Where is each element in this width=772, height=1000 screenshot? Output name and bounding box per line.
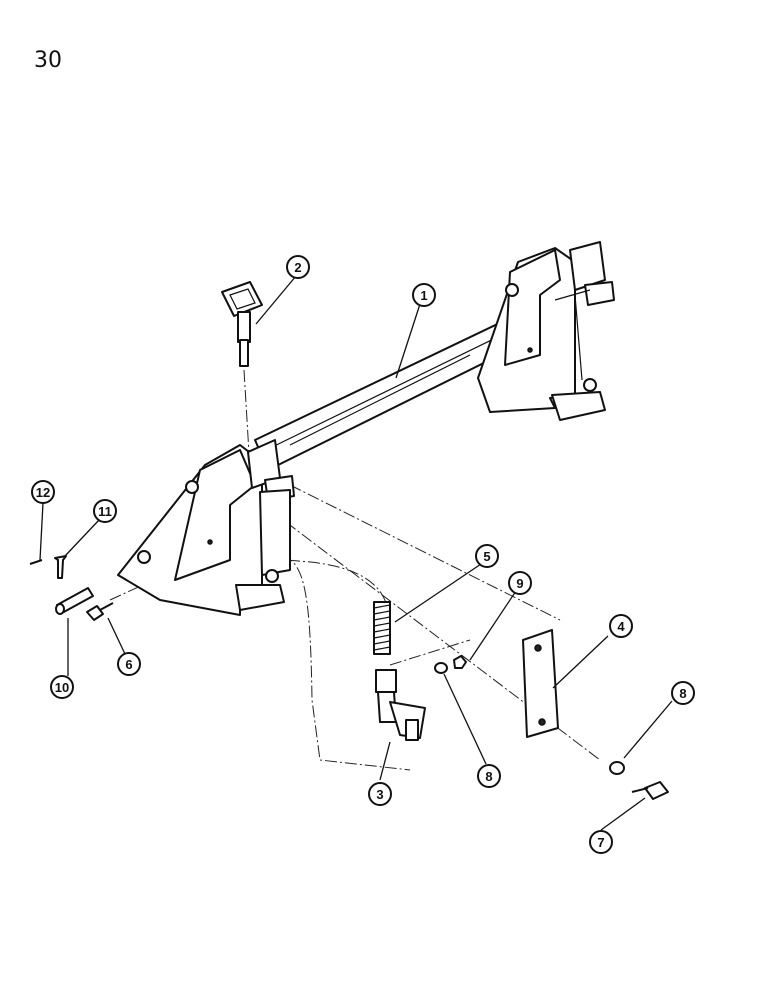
callout-label: 8 xyxy=(679,686,686,701)
callout-11: 11 xyxy=(93,499,117,523)
callout-1: 1 xyxy=(412,283,436,307)
latch-pin xyxy=(375,669,426,741)
callout-4: 4 xyxy=(609,614,633,638)
cover-plate xyxy=(522,629,559,738)
callout-7: 7 xyxy=(589,830,613,854)
bolt xyxy=(644,781,669,800)
quick-attach-frame xyxy=(117,241,615,616)
bolt xyxy=(86,605,104,621)
washer xyxy=(434,662,448,674)
callout-label: 4 xyxy=(617,619,625,634)
callout-label: 5 xyxy=(483,549,490,564)
callout-label: 12 xyxy=(36,485,50,500)
callout-label: 9 xyxy=(516,576,523,591)
spring xyxy=(373,601,391,655)
callout-9: 9 xyxy=(508,571,532,595)
callout-3: 3 xyxy=(368,782,392,806)
washer xyxy=(609,761,625,775)
cotter-pin xyxy=(29,559,43,565)
callout-label: 8 xyxy=(485,769,492,784)
callout-8-lower: 8 xyxy=(477,764,501,788)
lock-pin-handle xyxy=(221,281,263,367)
nut xyxy=(453,655,467,669)
callout-12: 12 xyxy=(31,480,55,504)
callout-label: 6 xyxy=(125,657,132,672)
callout-label: 7 xyxy=(597,835,604,850)
callout-label: 2 xyxy=(294,260,301,275)
hardware xyxy=(29,555,669,800)
retaining-pin xyxy=(54,555,67,579)
callout-2: 2 xyxy=(286,255,310,279)
callout-label: 3 xyxy=(376,787,383,802)
callout-5: 5 xyxy=(475,544,499,568)
callout-label: 1 xyxy=(420,288,427,303)
callout-8-upper: 8 xyxy=(671,681,695,705)
callout-label: 11 xyxy=(98,504,112,519)
leader-lines xyxy=(39,275,673,831)
page-number: 30 xyxy=(34,48,62,73)
callout-6: 6 xyxy=(117,652,141,676)
callout-label: 10 xyxy=(55,680,69,695)
callout-10: 10 xyxy=(50,675,74,699)
